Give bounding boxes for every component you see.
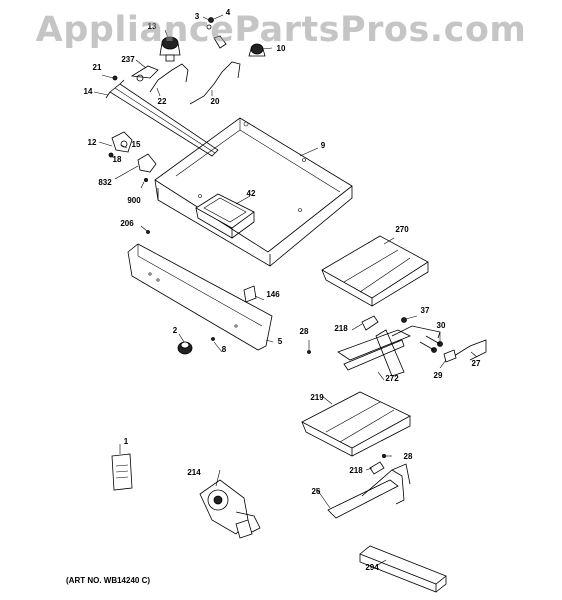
part-label-5: 5 bbox=[278, 337, 283, 346]
site-watermark: AppliancePartsPros.com bbox=[35, 10, 527, 50]
bottom-rail bbox=[359, 545, 447, 593]
part-label-272: 272 bbox=[385, 374, 399, 383]
fitting-29 bbox=[443, 349, 457, 363]
bake-burner bbox=[337, 325, 441, 377]
clip-146 bbox=[243, 285, 257, 303]
part-label-219: 219 bbox=[310, 393, 324, 402]
part-label-832: 832 bbox=[98, 178, 112, 187]
part-label-270: 270 bbox=[395, 225, 409, 234]
part-label-20: 20 bbox=[211, 97, 220, 106]
part-label-10: 10 bbox=[277, 44, 286, 53]
part-label-206: 206 bbox=[120, 219, 134, 228]
part-label-3: 3 bbox=[195, 12, 200, 21]
part-label-42: 42 bbox=[247, 189, 256, 198]
fittings-30 bbox=[419, 335, 443, 353]
screw-21 bbox=[112, 75, 118, 81]
heat-shield-270 bbox=[321, 235, 429, 307]
part-label-146: 146 bbox=[266, 290, 280, 299]
screw-8 bbox=[211, 337, 215, 341]
manifold-pipe bbox=[105, 65, 219, 157]
part-label-14: 14 bbox=[84, 87, 93, 96]
part-label-12: 12 bbox=[88, 138, 97, 147]
part-label-18: 18 bbox=[113, 155, 122, 164]
heat-shield-219 bbox=[301, 391, 411, 457]
part-label-294: 294 bbox=[365, 563, 379, 572]
screw-28-upper bbox=[307, 350, 311, 354]
part-label-13: 13 bbox=[148, 22, 157, 31]
part-label-9: 9 bbox=[321, 141, 326, 150]
part-label-2: 2 bbox=[173, 326, 178, 335]
leader-lines bbox=[93, 14, 478, 567]
orifice-218-upper bbox=[361, 315, 379, 331]
part-label-218-upper: 218 bbox=[334, 324, 348, 333]
part-label-28-lower: 28 bbox=[404, 452, 413, 461]
control-knob bbox=[177, 341, 193, 355]
gas-tube-22 bbox=[149, 63, 189, 93]
screw-28-lower bbox=[381, 453, 386, 458]
part-labels: 1 2 3 4 5 8 9 10 12 13 14 15 18 20 21 22… bbox=[84, 8, 481, 572]
part-label-237: 237 bbox=[121, 55, 135, 64]
screw-206 bbox=[146, 230, 150, 234]
valve-bracket bbox=[108, 131, 133, 158]
part-label-15: 15 bbox=[132, 140, 141, 149]
gas-tube-20 bbox=[189, 61, 241, 105]
pressure-regulator bbox=[199, 479, 261, 539]
front-panel bbox=[127, 243, 273, 351]
owner-manual bbox=[111, 453, 133, 491]
art-number: (ART NO. WB14240 C) bbox=[66, 576, 151, 585]
part-label-28-upper: 28 bbox=[300, 327, 309, 336]
broil-burner bbox=[327, 463, 411, 519]
burner-valve bbox=[159, 36, 181, 62]
part-label-218-lower: 218 bbox=[349, 466, 363, 475]
part-label-27: 27 bbox=[472, 359, 481, 368]
gas-tube-27 bbox=[453, 339, 487, 361]
part-label-26: 26 bbox=[312, 487, 321, 496]
screw-37 bbox=[401, 317, 407, 323]
bracket-832 bbox=[137, 153, 157, 182]
screw-3-4 bbox=[206, 17, 227, 49]
part-label-4: 4 bbox=[226, 8, 231, 17]
part-label-22: 22 bbox=[158, 97, 167, 106]
orifice-10 bbox=[248, 43, 266, 57]
part-label-30: 30 bbox=[437, 321, 446, 330]
part-label-214: 214 bbox=[187, 468, 201, 477]
part-label-21: 21 bbox=[93, 63, 102, 72]
part-label-8: 8 bbox=[222, 345, 227, 354]
part-label-29: 29 bbox=[434, 371, 443, 380]
part-label-900: 900 bbox=[127, 196, 141, 205]
part-label-37: 37 bbox=[421, 306, 430, 315]
part-label-1: 1 bbox=[124, 437, 129, 446]
orifice-218-lower bbox=[369, 461, 385, 475]
burner-box bbox=[154, 117, 353, 267]
burner-box-insert bbox=[195, 193, 255, 239]
